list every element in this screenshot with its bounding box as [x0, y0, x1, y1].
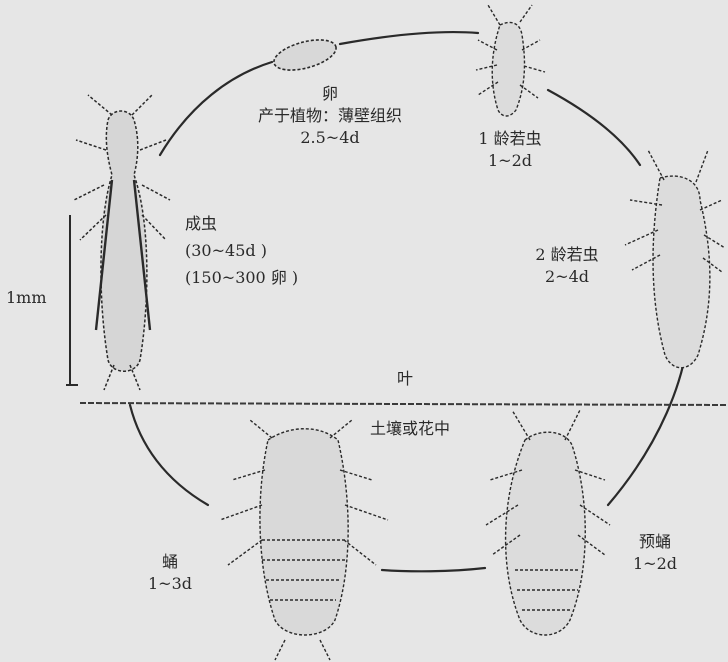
- instar2-drawing: [625, 150, 725, 368]
- instar1-label: 1 龄若虫 1~2d: [455, 128, 565, 172]
- instar2-name: 2 龄若虫: [512, 244, 622, 266]
- egg-note: 产于植物：薄壁组织: [230, 105, 430, 127]
- adult-duration: (30~45d ): [185, 237, 298, 264]
- adult-label: 成虫 (30~45d ) (150~300 卵 ): [185, 210, 298, 291]
- zone-above-text: 叶: [385, 368, 425, 390]
- zone-below-label: 土壤或花中: [355, 418, 465, 440]
- egg-label: 卵 产于植物：薄壁组织 2.5~4d: [230, 83, 430, 149]
- cycle-arc-egg-to-instar1: [340, 32, 478, 44]
- instar2-label: 2 龄若虫 2~4d: [512, 244, 622, 288]
- instar1-name: 1 龄若虫: [455, 128, 565, 150]
- egg-name: 卵: [230, 83, 430, 105]
- adult-drawing: [74, 95, 170, 390]
- pupa-label: 蛹 1~3d: [140, 551, 200, 595]
- pupa-name: 蛹: [140, 551, 200, 573]
- pupa-drawing: [220, 420, 388, 660]
- instar2-duration: 2~4d: [512, 266, 622, 288]
- egg-duration: 2.5~4d: [230, 127, 430, 149]
- zone-below-text: 土壤或花中: [355, 418, 465, 440]
- instar1-duration: 1~2d: [455, 150, 565, 172]
- cycle-arc-prepupa-to-pupa: [382, 568, 485, 571]
- prepupa-name: 预蛹: [615, 531, 695, 553]
- pupa-duration: 1~3d: [140, 573, 200, 595]
- egg-drawing: [271, 34, 340, 76]
- adult-name: 成虫: [185, 210, 298, 237]
- zone-above-label: 叶: [385, 368, 425, 390]
- adult-eggs: (150~300 卵 ): [185, 264, 298, 291]
- instar1-drawing: [476, 5, 545, 116]
- prepupa-duration: 1~2d: [615, 553, 695, 575]
- scale-label: 1mm: [6, 287, 47, 309]
- scale-bar: [66, 215, 78, 385]
- cycle-arc-pupa-to-adult: [130, 405, 208, 505]
- prepupa-label: 预蛹 1~2d: [615, 531, 695, 575]
- prepupa-drawing: [486, 410, 610, 635]
- ground-line: [80, 403, 728, 405]
- scale-label-text: 1mm: [6, 287, 47, 309]
